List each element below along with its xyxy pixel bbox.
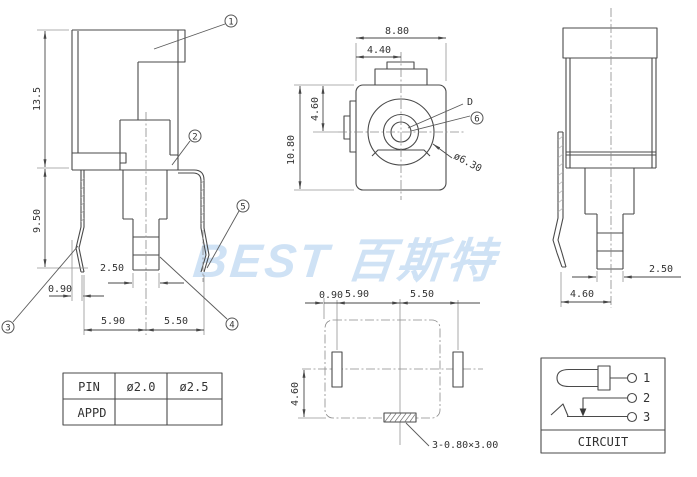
dim-pitch-right-pcb: 5.50 [410,289,434,300]
terminal-3 [626,411,638,423]
svg-text:2: 2 [192,133,197,143]
contact-arrow [579,408,587,417]
dim-body-width: 8.80 [385,26,409,37]
dim-center-offset: 4.60 [570,289,594,300]
terminal-1 [626,372,638,384]
dim-tab-width: 4.40 [367,45,391,56]
plug-barrel-symbol [556,368,598,388]
dim-tip-width: 2.50 [100,263,124,274]
slot-note: 3-0.80×3.00 [432,440,498,451]
dim-pad-offset: 0.90 [319,290,343,301]
label-d: D [467,97,473,108]
pad-slot-bottom [383,412,417,423]
side-view-left: 13.5 9.50 0.90 2.50 5.90 5.50 1 2 [1,14,250,335]
callout-4: 4 [225,317,239,331]
dim-barrel-dia: ø6.30 [452,151,484,175]
front-view: 8.80 4.40 4.60 10.80 ø6.30 D 6 [286,26,484,200]
callout-1: 1 [224,14,238,28]
table-cell-pin: PIN [78,380,100,394]
dim-tip-width-right: 2.50 [649,264,673,275]
spec-table: PIN ø2.0 ø2.5 APPD [62,372,223,426]
svg-text:3: 3 [5,324,10,334]
hatch-plate [557,135,564,213]
callout-5: 5 [236,199,250,213]
callout-6: 6 [470,111,484,125]
dim-center-height-pcb: 4.60 [290,382,301,406]
svg-text:6: 6 [474,115,479,125]
dim-lower-height: 9.50 [32,209,43,233]
terminal-2 [626,392,638,404]
callout-2: 2 [188,129,202,143]
pad-slot-left [331,351,343,388]
hatch-left-leg [80,177,205,225]
dim-body-height: 13.5 [32,87,43,111]
table-cell-appd: APPD [78,406,107,420]
dim-pitch-left: 5.90 [101,316,125,327]
switch-lever [550,403,628,418]
dim-pitch-right: 5.50 [164,316,188,327]
pcb-layout-view: 0.90 5.90 5.50 4.60 3-0.80×3.00 [290,289,498,451]
svg-text:1: 1 [228,18,233,28]
circuit-pin2: 2 [643,391,650,405]
svg-text:5: 5 [240,203,245,213]
circuit-pin3: 3 [643,410,650,424]
dim-pitch-left-pcb: 5.90 [345,289,369,300]
dim-body-height-front: 10.80 [286,135,297,165]
table-cell-dia25: ø2.5 [180,380,209,394]
callout-3: 3 [1,320,15,334]
circuit-pin1: 1 [643,371,650,385]
dim-pin-offset: 0.90 [48,284,72,295]
circuit-diagram: CIRCUIT 1 2 3 [540,357,666,454]
circuit-title: CIRCUIT [578,435,629,449]
table-cell-dia20: ø2.0 [127,380,156,394]
side-view-right: 2.50 4.60 [552,8,681,308]
svg-text:4: 4 [229,321,234,331]
dim-center-height: 4.60 [310,97,321,121]
hatch-slot [384,413,416,422]
pad-slot-right [452,351,464,388]
